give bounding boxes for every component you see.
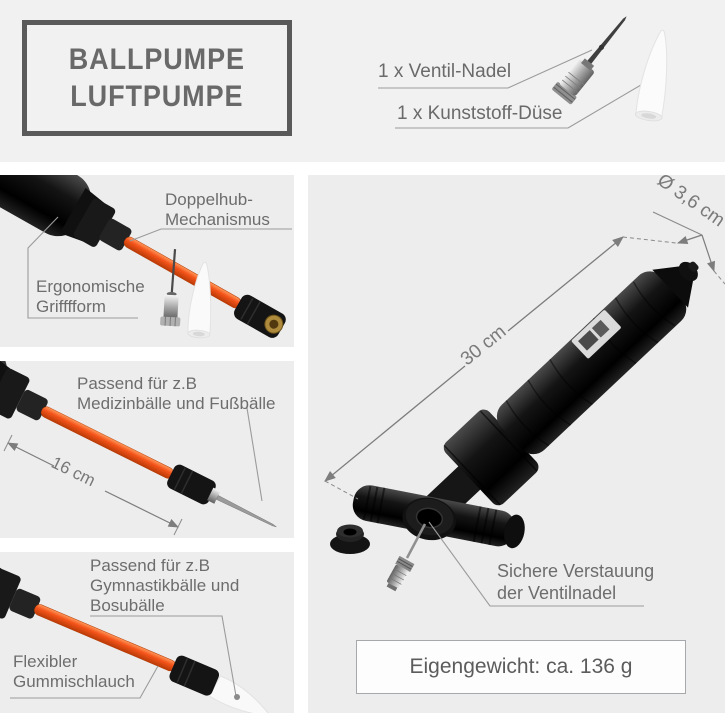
suits-leader-line <box>90 615 237 697</box>
measure-16cm-arrow-left <box>7 442 55 467</box>
mechanism-label: Doppelhub-Mechanismus <box>165 190 270 229</box>
measure-extension-top <box>622 236 677 244</box>
weight-box: Eigengewicht: ca. 136 g <box>356 640 686 694</box>
mechanism-leader-line <box>129 228 292 242</box>
measure-30cm-arrow-top <box>507 236 624 332</box>
needle-label: 1 x Ventil-Nadel <box>378 61 512 82</box>
nozzle-leader-line <box>395 81 647 129</box>
header-band: BALLPUMPE LUFTPUMPE 1 x Ventil-Nadel 1 x… <box>0 0 725 162</box>
needle-standing-illustration <box>160 249 181 327</box>
hose-leader-line <box>10 665 159 699</box>
t-handle-illustration <box>352 485 525 549</box>
suits-leader-line <box>246 407 263 502</box>
diameter-extension <box>713 270 725 285</box>
stored-needle-adapter <box>386 555 415 592</box>
storage-leader-line <box>428 521 644 607</box>
nozzle-standing-illustration <box>187 261 212 339</box>
kit-illustration <box>378 16 668 129</box>
page-title: BALLPUMPE LUFTPUMPE <box>68 43 246 113</box>
valve-needle-illustration <box>552 16 627 105</box>
pump-illustration-nozzle <box>0 556 273 713</box>
measure-30cm-arrow-bottom <box>324 365 466 482</box>
measure-tick-left <box>3 434 13 452</box>
pump-illustration-hose <box>0 361 277 536</box>
suits-leader-dot <box>234 694 240 700</box>
main-pump-illustration <box>324 211 725 607</box>
plastic-nozzle-illustration <box>634 29 668 122</box>
nozzle-label: 1 x Kunststoff-Düse <box>397 103 563 124</box>
diameter-arrow-right <box>701 234 715 272</box>
measure-tick-right <box>173 518 183 536</box>
grip-leader-line <box>27 216 138 319</box>
needle-leader-line <box>378 49 593 89</box>
weight-value: Eigengewicht: ca. 136 g <box>409 655 633 678</box>
rubber-cap-illustration <box>330 524 370 554</box>
stored-needle-shaft <box>405 523 427 559</box>
diameter-arrow-left <box>677 234 703 244</box>
pump-illustration-mechanism <box>0 175 292 339</box>
title-box: BALLPUMPE LUFTPUMPE <box>22 20 292 136</box>
measure-extension-bottom <box>324 480 359 500</box>
diameter-bracket-line <box>652 211 703 236</box>
measure-16cm-arrow-right <box>104 490 179 528</box>
